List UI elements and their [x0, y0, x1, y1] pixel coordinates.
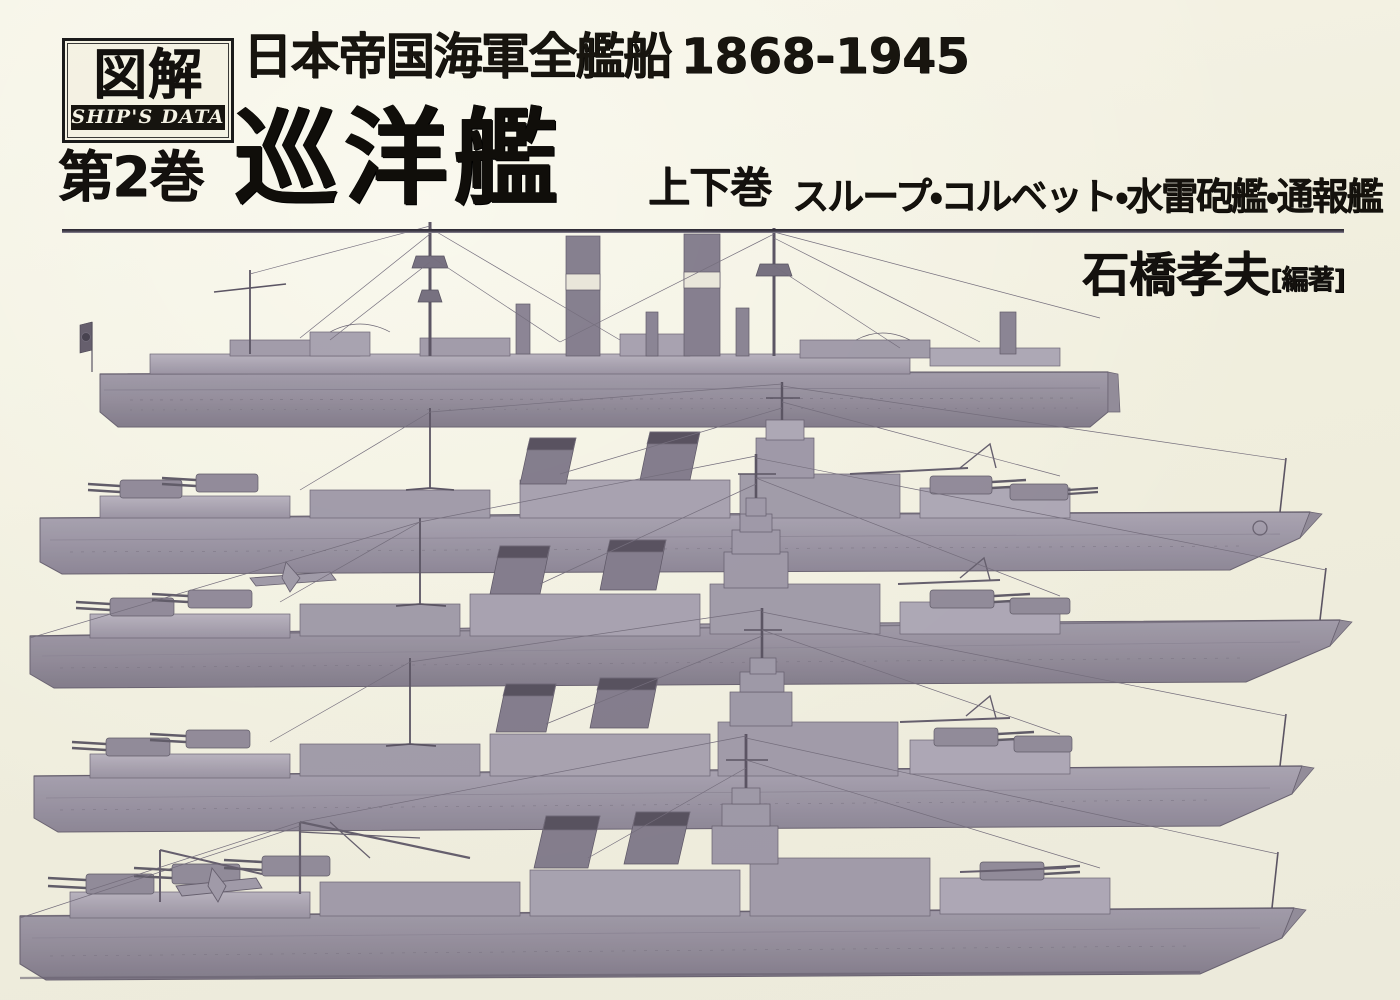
- zukai-mark: 図解: [93, 43, 203, 106]
- author-name: 石橋孝夫: [1082, 248, 1270, 303]
- page-title: 巡洋艦: [234, 97, 565, 219]
- title-divider-rule: [62, 229, 1344, 233]
- series-logo-box: 図解 SHIP'S DATA: [62, 38, 234, 143]
- volume-number: 第2巻: [58, 145, 204, 209]
- ship-2-heavy-cruiser: [39, 382, 1323, 575]
- series-year-range: 1868-1945: [680, 28, 970, 85]
- ship-3-pagoda-cruiser: [29, 454, 1353, 689]
- series-logo-inner: 図解 SHIP'S DATA: [67, 43, 229, 138]
- author-role: [編著]: [1270, 265, 1346, 296]
- series-title-text: 日本帝国海軍全艦船: [243, 28, 672, 85]
- ship-4-light-cruiser: [33, 608, 1315, 833]
- ships-data-banner: SHIP'S DATA: [71, 105, 225, 130]
- subtitle: スループ・コルベット・水雷砲艦・通報艦: [792, 175, 1384, 218]
- ship-illustrations: [0, 222, 1400, 1000]
- author-line: 石橋孝夫[編著]: [1082, 252, 1346, 299]
- ship-5-aviation-cruiser: [19, 734, 1307, 981]
- ship-1-armored-cruiser: [79, 222, 1121, 428]
- volumes-label: 上下巻: [648, 163, 772, 212]
